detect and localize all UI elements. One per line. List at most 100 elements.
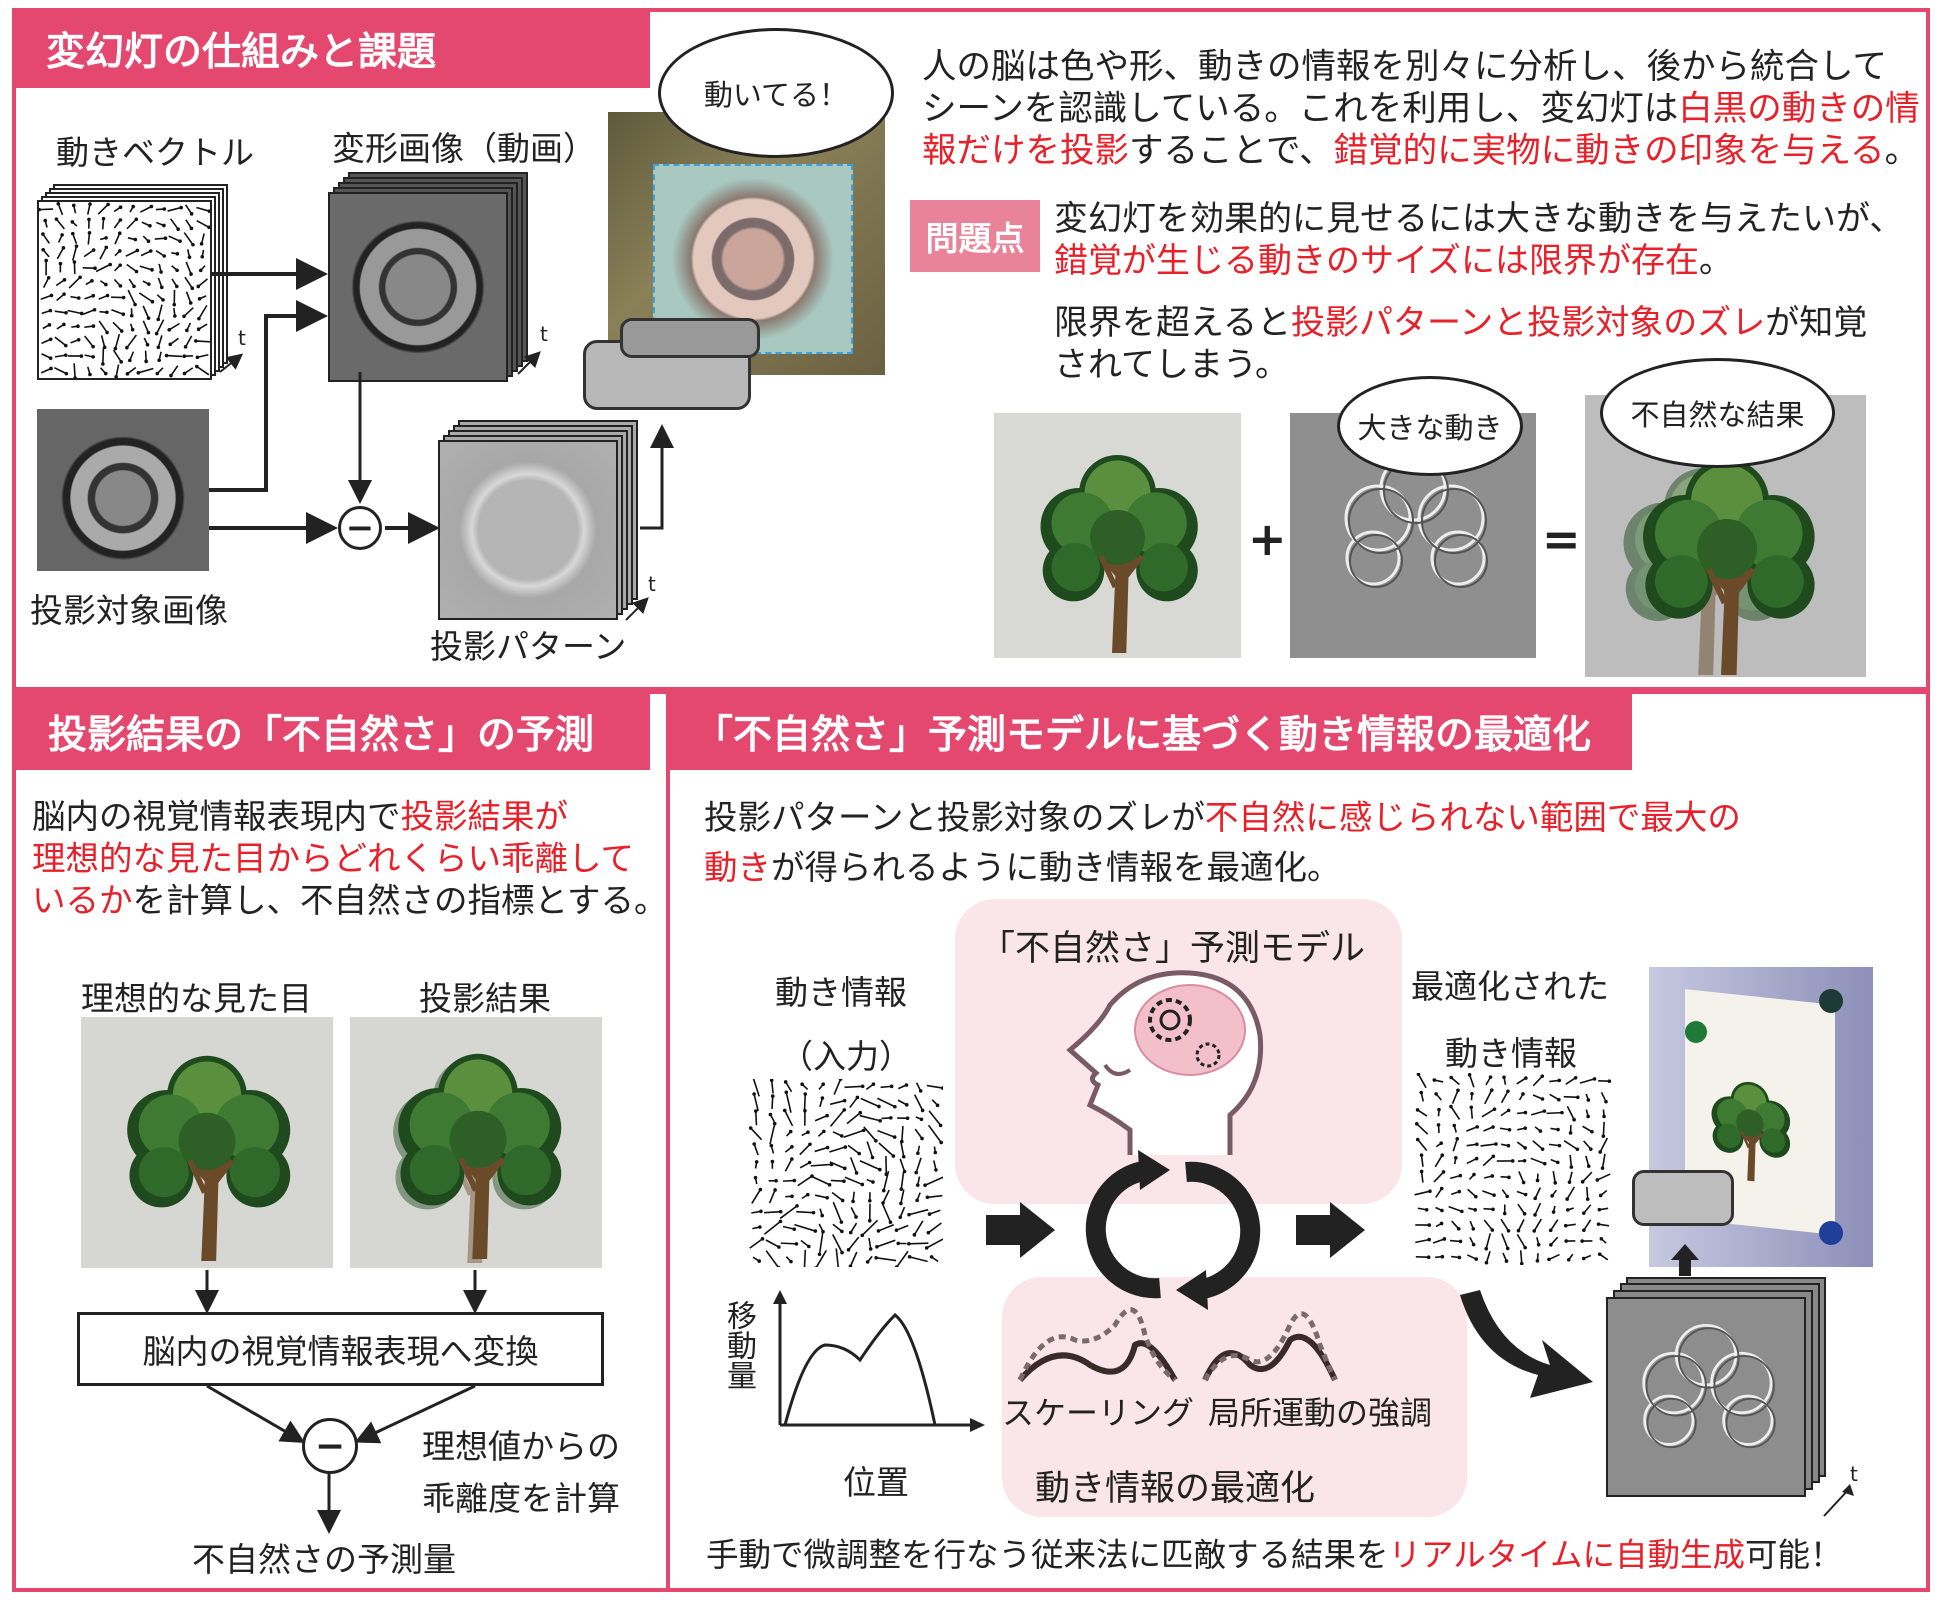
- vector-arrow: [197, 353, 209, 359]
- vector-arrowhead: [899, 1201, 903, 1206]
- vector-arrowhead: [907, 1255, 912, 1259]
- vector-arrow: [876, 1256, 897, 1262]
- vector-arrowhead: [105, 293, 110, 298]
- vector-arrowhead: [93, 266, 97, 271]
- vector-arrowhead: [792, 1227, 797, 1231]
- vector-arrowhead: [1471, 1227, 1476, 1231]
- vector-arrowhead: [156, 317, 161, 322]
- vector-arrow: [765, 1250, 780, 1269]
- vector-arrow: [859, 1114, 881, 1122]
- vector-arrow: [833, 1078, 842, 1095]
- vector-arrowhead: [1472, 1172, 1476, 1177]
- vector-arrow: [794, 1223, 816, 1232]
- vector-arrowhead: [189, 272, 193, 276]
- vector-arrowhead: [839, 1134, 844, 1138]
- vector-arrowhead: [924, 1246, 929, 1250]
- vector-arrowhead: [117, 249, 122, 253]
- vector-arrowhead: [1419, 1153, 1424, 1157]
- vector-arrowhead: [1573, 1075, 1578, 1080]
- vector-arrowhead: [1582, 1228, 1586, 1233]
- speech-bubble-large-motion: 大きな動き: [1337, 376, 1523, 476]
- vector-arrowhead: [63, 343, 68, 348]
- vector-arrowhead: [748, 1126, 753, 1130]
- vector-arrowhead: [788, 1129, 793, 1134]
- speech-bubble-moving: 動いてる！: [658, 28, 894, 158]
- vector-arrowhead: [117, 231, 122, 236]
- vector-arrowhead: [896, 1241, 901, 1246]
- vector-arrowhead: [758, 1187, 763, 1192]
- text-line: 理想的な見た目からどれくらい乖離して: [32, 838, 668, 880]
- time-axis-label: t: [238, 326, 246, 350]
- vector-arrowhead: [1576, 1095, 1580, 1100]
- text-line: 変幻灯を効果的に見せるには大きな動きを与えたいが、: [1054, 198, 1903, 240]
- vector-arrowhead: [1504, 1259, 1509, 1263]
- vector-arrowhead: [62, 322, 66, 327]
- vector-arrowhead: [199, 242, 204, 246]
- vector-arrowhead: [759, 1209, 763, 1214]
- vector-arrowhead: [840, 1198, 845, 1203]
- vector-arrow: [914, 1128, 923, 1139]
- vector-arrowhead: [159, 270, 163, 274]
- text-line: 錯覚が生じる動きのサイズには限界が存在。: [1054, 240, 1903, 282]
- vector-arrow: [763, 1210, 781, 1214]
- head-gear-icon: [1066, 970, 1264, 1155]
- vector-arrowhead: [175, 268, 179, 273]
- vector-arrowhead: [1474, 1257, 1479, 1261]
- vector-arrow: [763, 1220, 781, 1235]
- vector-arrowhead: [923, 1183, 927, 1188]
- highlighted-text: 錯覚的に実物に動きの印象を与える: [1333, 131, 1885, 171]
- vector-arrow: [812, 1176, 830, 1186]
- vector-arrowhead: [860, 1084, 865, 1089]
- optimized-vector-field: [1414, 1072, 1612, 1266]
- vector-arrowhead: [768, 1112, 773, 1117]
- vector-arrowhead: [820, 1096, 825, 1100]
- vector-arrowhead: [91, 248, 96, 252]
- vector-arrowhead: [892, 1135, 897, 1139]
- vector-arrow: [771, 1096, 774, 1109]
- vector-arrowhead: [938, 1123, 943, 1128]
- vector-arrowhead: [1494, 1142, 1498, 1146]
- vector-arrowhead: [925, 1195, 930, 1200]
- vector-arrowhead: [178, 239, 182, 243]
- vector-arrowhead: [777, 1245, 781, 1249]
- vector-arrow: [39, 208, 54, 211]
- vector-arrow: [784, 1158, 793, 1172]
- vector-arrowhead: [857, 1151, 862, 1156]
- vector-arrowhead: [1607, 1079, 1612, 1084]
- text-segment: を計算し、不自然さの指標とする。: [132, 881, 668, 920]
- vector-arrowhead: [1600, 1166, 1605, 1170]
- equals-sign: =: [1542, 512, 1581, 566]
- vector-arrowhead: [1538, 1129, 1543, 1133]
- vector-arrowhead: [915, 1198, 919, 1203]
- vector-arrowhead: [1597, 1252, 1602, 1257]
- optimization-text: 投影パターンと投影対象のズレが不自然に感じられない範囲で最大の動きが得られるよう…: [704, 793, 1741, 893]
- vector-arrow: [40, 294, 52, 300]
- vector-arrowhead: [1598, 1150, 1602, 1154]
- highlighted-text: 白黒の動きの情: [1678, 89, 1920, 129]
- vector-arrow: [830, 1179, 845, 1182]
- cycle-icon: [1085, 1160, 1261, 1300]
- vector-arrow: [909, 1256, 928, 1263]
- vector-arrow: [877, 1097, 896, 1108]
- vector-arrow: [1500, 1090, 1509, 1104]
- vector-arrow: [915, 1157, 922, 1173]
- vector-arrowhead: [191, 242, 195, 247]
- vector-arrowhead: [1540, 1097, 1545, 1101]
- vector-arrowhead: [60, 233, 64, 237]
- vector-arrowhead: [1547, 1257, 1551, 1262]
- vector-arrow: [900, 1189, 905, 1204]
- vector-arrowhead: [926, 1230, 931, 1235]
- vector-arrowhead: [71, 203, 76, 208]
- vector-arrow: [1552, 1171, 1557, 1183]
- vector-arrow: [1599, 1137, 1609, 1153]
- vector-arrowhead: [807, 1160, 812, 1165]
- vector-arrowhead: [1505, 1194, 1510, 1199]
- vector-arrowhead: [197, 316, 201, 321]
- vector-arrowhead: [121, 295, 126, 300]
- vector-arrow: [1582, 1171, 1593, 1183]
- vector-arrow: [831, 1191, 844, 1202]
- vector-arrowhead: [1521, 1092, 1525, 1096]
- vector-arrowhead: [875, 1245, 879, 1249]
- vector-arrow: [849, 1157, 858, 1174]
- vector-arrowhead: [79, 311, 84, 316]
